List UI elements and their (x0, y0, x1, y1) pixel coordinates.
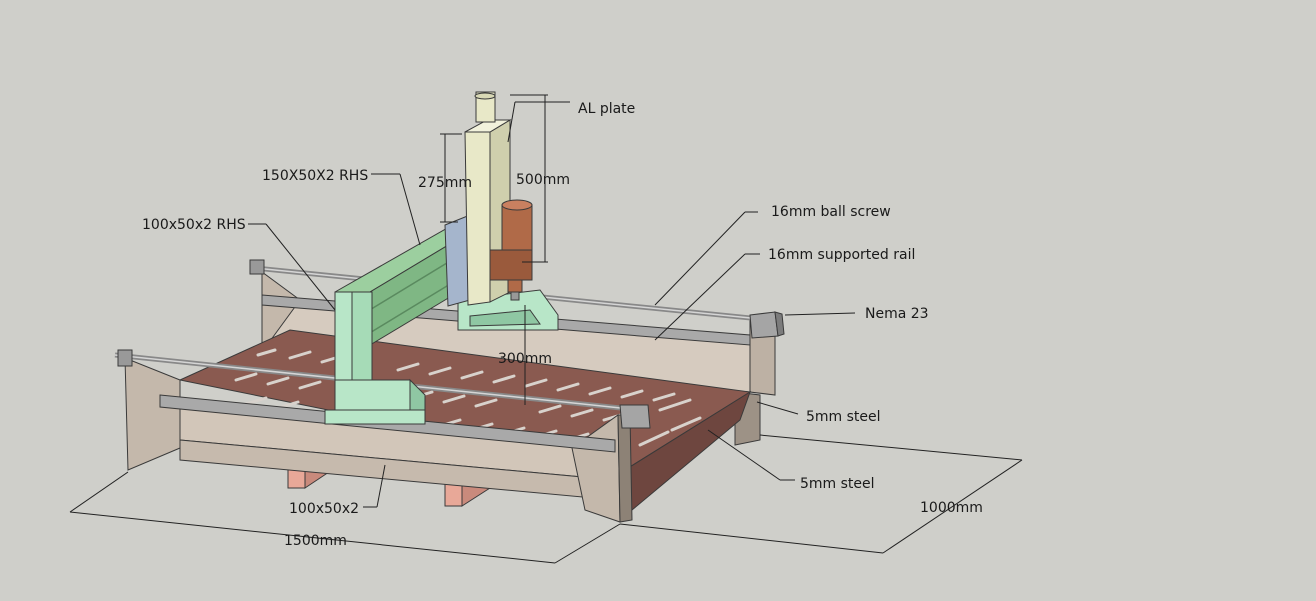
label-nema: Nema 23 (865, 306, 929, 322)
label-steel-bed: 5mm steel (800, 476, 875, 492)
label-steel-side: 5mm steel (806, 409, 881, 425)
back-left-motor (249, 259, 265, 275)
label-leg: 100x50x2 (289, 501, 359, 517)
label-rhs-100: 100x50x2 RHS (142, 217, 246, 233)
front-left-motor (117, 349, 133, 367)
label-rhs-150: 150X50X2 RHS (262, 168, 368, 184)
label-al-plate: AL plate (578, 101, 635, 117)
z-axis (464, 91, 533, 306)
z-column (464, 131, 491, 306)
label-ball-screw: 16mm ball screw (771, 204, 891, 220)
gantry (324, 214, 559, 425)
spindle (489, 199, 533, 301)
label-dim-500: 500mm (516, 172, 570, 188)
front-right-motor (619, 404, 651, 429)
gantry-upright-left (334, 291, 353, 381)
label-dim-275: 275mm (418, 175, 472, 191)
nema-motor (749, 311, 785, 339)
z-motor (475, 91, 496, 123)
label-dim-300: 300mm (498, 351, 552, 367)
label-supported-rail: 16mm supported rail (768, 247, 915, 263)
label-dim-1500: 1500mm (284, 533, 347, 549)
leader-lines (69, 94, 1023, 564)
label-dim-1000: 1000mm (920, 500, 983, 516)
